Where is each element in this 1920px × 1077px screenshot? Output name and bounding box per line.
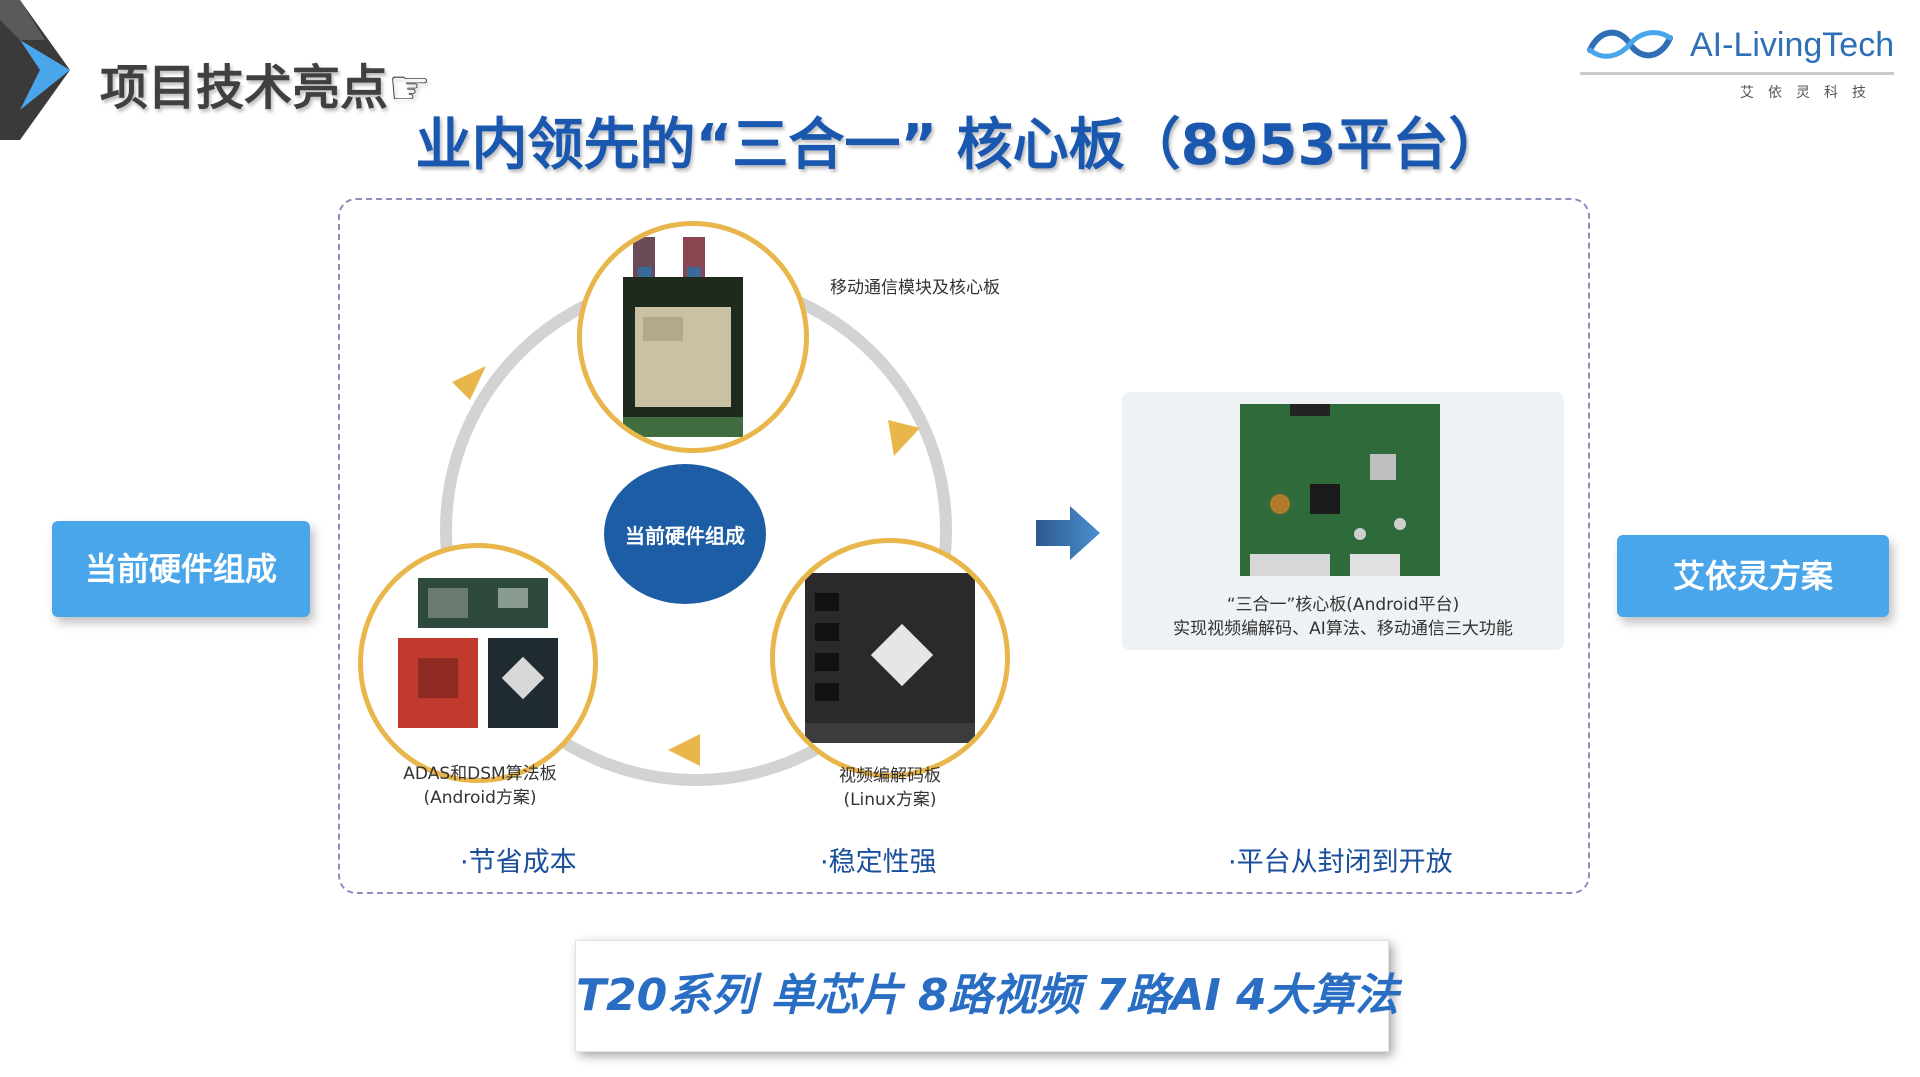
caption-codec-board: 视频编解码板 (Linux方案) bbox=[790, 764, 990, 812]
bottom-banner: T20系列 单芯片 8路视频 7路AI 4大算法 bbox=[575, 940, 1399, 1052]
caption-adas-board: ADAS和DSM算法板 (Android方案) bbox=[380, 762, 580, 810]
main-title: 业内领先的“三合一” 核心板（8953平台） bbox=[415, 113, 1505, 178]
bullet-open-platform: ·平台从封闭到开放 bbox=[1228, 847, 1453, 878]
module-node-left bbox=[358, 543, 598, 783]
center-label: 当前硬件组成 bbox=[604, 464, 766, 604]
dashed-frame bbox=[338, 198, 1590, 894]
current-hardware-button[interactable]: 当前硬件组成 bbox=[52, 521, 310, 617]
bullet-stability: ·稳定性强 bbox=[820, 847, 937, 878]
arrow-right-icon bbox=[1036, 506, 1100, 560]
caption-line: 视频编解码板 bbox=[839, 766, 941, 786]
caption-line: ADAS和DSM算法板 bbox=[403, 764, 557, 784]
caption-line: (Linux方案) bbox=[843, 790, 937, 810]
cycle-arrow-icon bbox=[888, 420, 920, 456]
caption-comm-module: 移动通信模块及核心板 bbox=[830, 278, 1000, 298]
module-node-top bbox=[577, 221, 809, 453]
board-caption-desc: 实现视频编解码、AI算法、移动通信三大功能 bbox=[1173, 619, 1513, 639]
bullet-cost-saving: ·节省成本 bbox=[460, 847, 577, 878]
ailing-solution-button[interactable]: 艾依灵方案 bbox=[1617, 535, 1889, 617]
caption-line: (Android方案) bbox=[423, 788, 537, 808]
logo-text: AI-LivingTech bbox=[1690, 26, 1895, 64]
page-title: 项目技术亮点☞ bbox=[100, 60, 432, 116]
corner-arrow-icon bbox=[0, 0, 70, 140]
module-node-right bbox=[770, 538, 1010, 778]
logo-divider bbox=[1580, 72, 1894, 75]
core-board-image bbox=[1240, 404, 1440, 576]
banner-text: T20系列 单芯片 8路视频 7路AI 4大算法 bbox=[576, 970, 1399, 1021]
adas-board-image bbox=[398, 578, 558, 728]
cycle-arrow-icon bbox=[668, 734, 700, 766]
codec-board-image bbox=[805, 573, 975, 743]
cycle-arrow-icon bbox=[452, 366, 486, 400]
infinity-logo-icon bbox=[1587, 29, 1673, 59]
board-caption-title: “三合一”核心板(Android平台) bbox=[1226, 595, 1460, 615]
logo-subtitle: 艾依灵科技 bbox=[1740, 85, 1880, 101]
company-logo: AI-LivingTech 艾依灵科技 bbox=[1580, 18, 1900, 108]
comm-module-image bbox=[623, 237, 743, 437]
core-board-panel: “三合一”核心板(Android平台) 实现视频编解码、AI算法、移动通信三大功… bbox=[1122, 392, 1564, 650]
